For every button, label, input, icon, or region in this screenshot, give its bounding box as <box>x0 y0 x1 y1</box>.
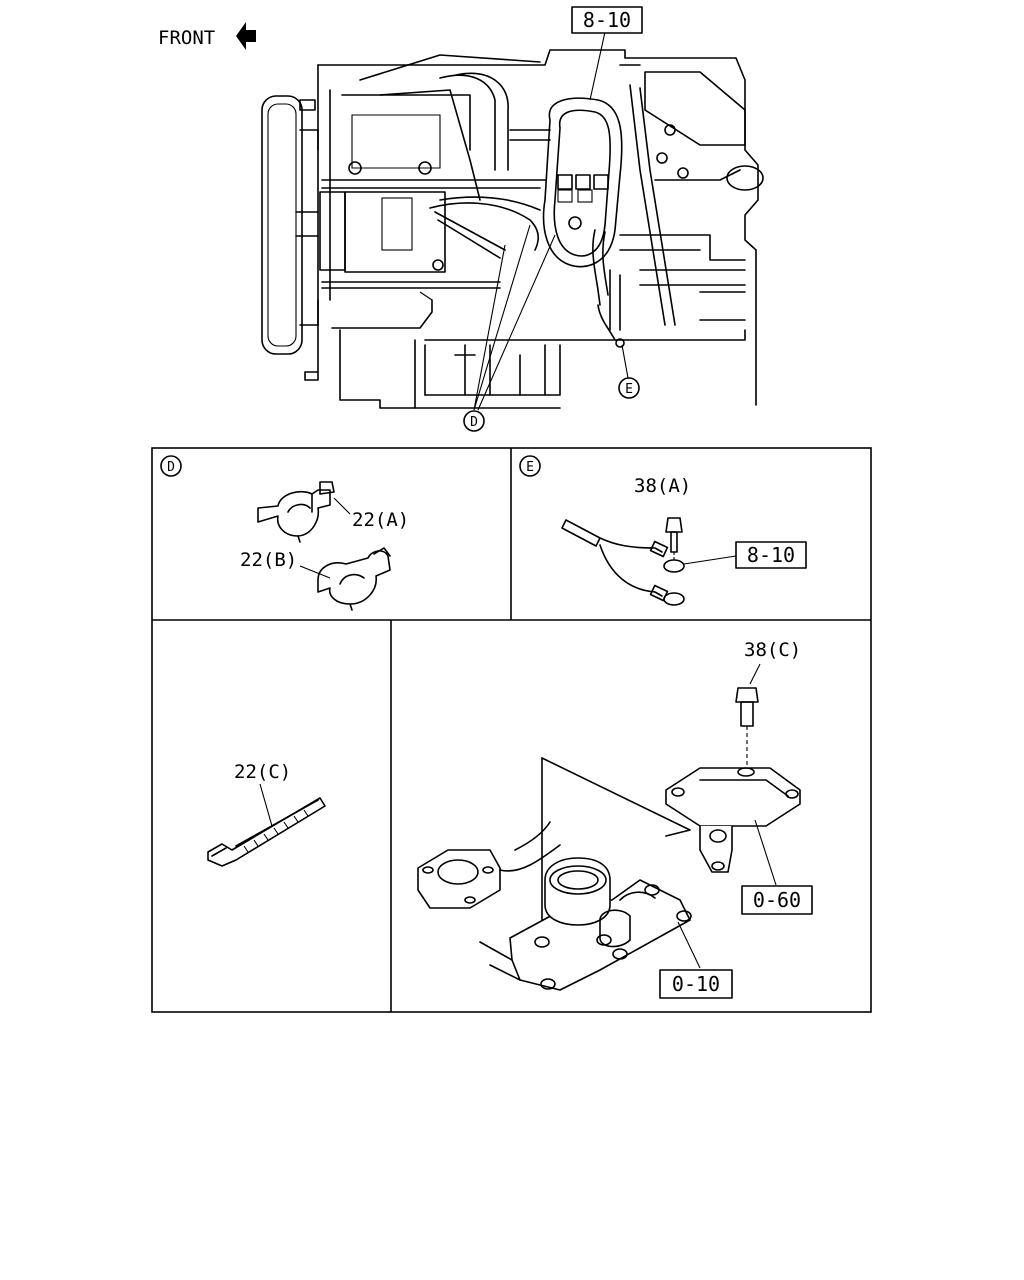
panel-tie-strap: 22(C) <box>207 761 326 867</box>
engine-overview <box>261 31 764 411</box>
cable-tie-icon <box>207 797 326 867</box>
top-ref-label: 8-10 <box>583 8 631 32</box>
clip-22a-icon <box>257 481 335 543</box>
ref-0-10-label: 0-10 <box>672 972 720 996</box>
bolt-38a-label: 38(A) <box>634 475 691 497</box>
manifold-0-10-icon <box>417 757 692 991</box>
panel-e-marker <box>519 455 541 477</box>
panel-d-marker-label: D <box>167 460 175 475</box>
detail-panels-frame <box>151 447 872 1013</box>
top-ref-callout: 8-10 <box>571 6 643 34</box>
ref-0-60-box <box>741 885 813 915</box>
panel-e-ref-label: 8-10 <box>747 543 795 567</box>
bracket-0-60-icon <box>665 767 801 873</box>
bolt-38c-label: 38(C) <box>744 639 801 661</box>
detail-e-marker: E <box>618 377 640 399</box>
part-22c-label: 22(C) <box>234 761 291 783</box>
front-indicator: FRONT <box>158 22 256 50</box>
panel-d-clips: D 22(A) 22(B) <box>160 455 409 611</box>
detail-d-marker-label: D <box>470 415 478 430</box>
panel-d-marker <box>160 455 182 477</box>
front-label: FRONT <box>158 27 215 49</box>
front-arrow-icon <box>236 22 256 50</box>
ground-cable-icon <box>561 519 685 606</box>
panel-bracket: 38(C) 0-60 <box>417 639 813 999</box>
panel-e-marker-label: E <box>526 460 534 475</box>
bolt-38c-icon <box>735 687 759 768</box>
bolt-38a-icon <box>665 517 683 562</box>
detail-e-marker-label: E <box>625 382 633 397</box>
part-22a-label: 22(A) <box>352 509 409 531</box>
panel-e-ground: E 38(A) 8-10 <box>519 455 807 606</box>
detail-d-marker: D <box>463 410 485 432</box>
ref-0-60-label: 0-60 <box>753 888 801 912</box>
clip-22b-icon <box>317 547 391 611</box>
part-22b-label: 22(B) <box>240 549 297 571</box>
panel-e-ref-box <box>735 541 807 569</box>
ref-0-10-box <box>659 969 733 999</box>
